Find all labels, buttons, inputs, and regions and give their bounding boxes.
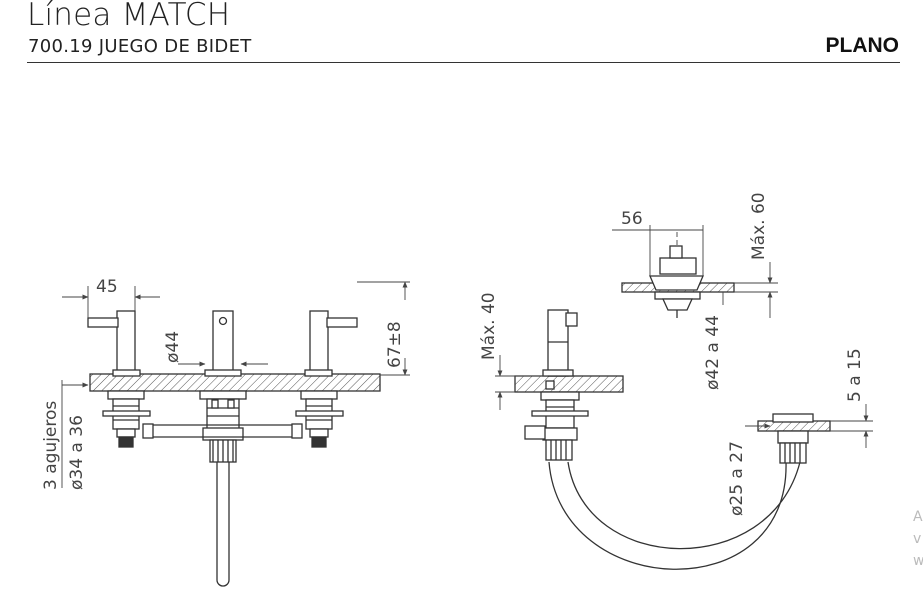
dim-stem-diameter: ø44 — [163, 331, 183, 363]
edge-note-line: A — [913, 509, 923, 525]
edge-note: A v w — [913, 506, 923, 572]
dim-drain-diameter: ø42 a 44 — [703, 315, 723, 390]
front-view — [87, 310, 381, 587]
dim-lever-width: 45 — [96, 277, 118, 297]
right-valve — [295, 310, 358, 448]
front-dimensions — [61, 281, 410, 488]
edge-note-line: w — [913, 553, 923, 569]
dim-drain-width: 56 — [621, 209, 643, 229]
center-lever — [199, 310, 247, 587]
dim-range-5-15: 5 a 15 — [845, 348, 865, 402]
left-valve — [87, 310, 151, 448]
product-subtitle: 700.19 JUEGO DE BIDET — [28, 36, 252, 57]
dim-holes-count: 3 agujeros — [41, 401, 61, 490]
side-view — [514, 309, 831, 570]
dim-max-60: Máx. 60 — [749, 192, 769, 260]
edge-note-line: v — [913, 531, 922, 547]
header-divider — [27, 62, 900, 63]
product-line-title: Línea MATCH — [27, 0, 231, 33]
dim-holes-diameter: ø34 a 36 — [67, 415, 87, 490]
dim-max-40: Máx. 40 — [479, 292, 499, 360]
dim-height-range: 67±8 — [385, 321, 405, 368]
flex-hose — [548, 461, 787, 570]
drain-view — [621, 245, 735, 318]
plan-tag: PLANO — [825, 34, 900, 57]
dim-hole-25-27: ø25 a 27 — [727, 441, 747, 516]
side-dimensions — [495, 225, 873, 448]
side-deck — [514, 375, 624, 393]
